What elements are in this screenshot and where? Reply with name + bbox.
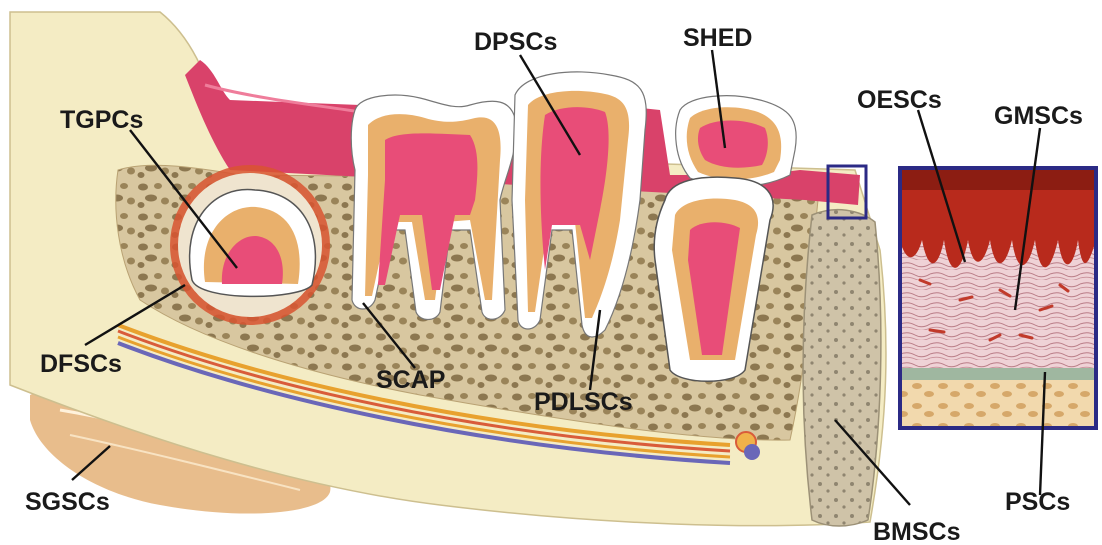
label-pscs: PSCs: [1005, 488, 1070, 516]
label-dpscs: DPSCs: [474, 28, 557, 56]
molar-tooth: [351, 95, 516, 319]
cortical-bone: [803, 210, 881, 526]
label-oescs: OESCs: [857, 86, 942, 114]
gingiva-inset: [900, 168, 1096, 428]
tooth-germ: [170, 165, 330, 325]
label-pdlscs: PDLSCs: [534, 388, 633, 416]
label-dfscs: DFSCs: [40, 350, 122, 378]
label-scap: SCAP: [376, 366, 445, 394]
label-bmscs: BMSCs: [873, 518, 961, 545]
label-sgscs: SGSCs: [25, 488, 110, 516]
label-gmscs: GMSCs: [994, 102, 1083, 130]
label-shed: SHED: [683, 24, 752, 52]
label-tgpcs: TGPCs: [60, 106, 143, 134]
